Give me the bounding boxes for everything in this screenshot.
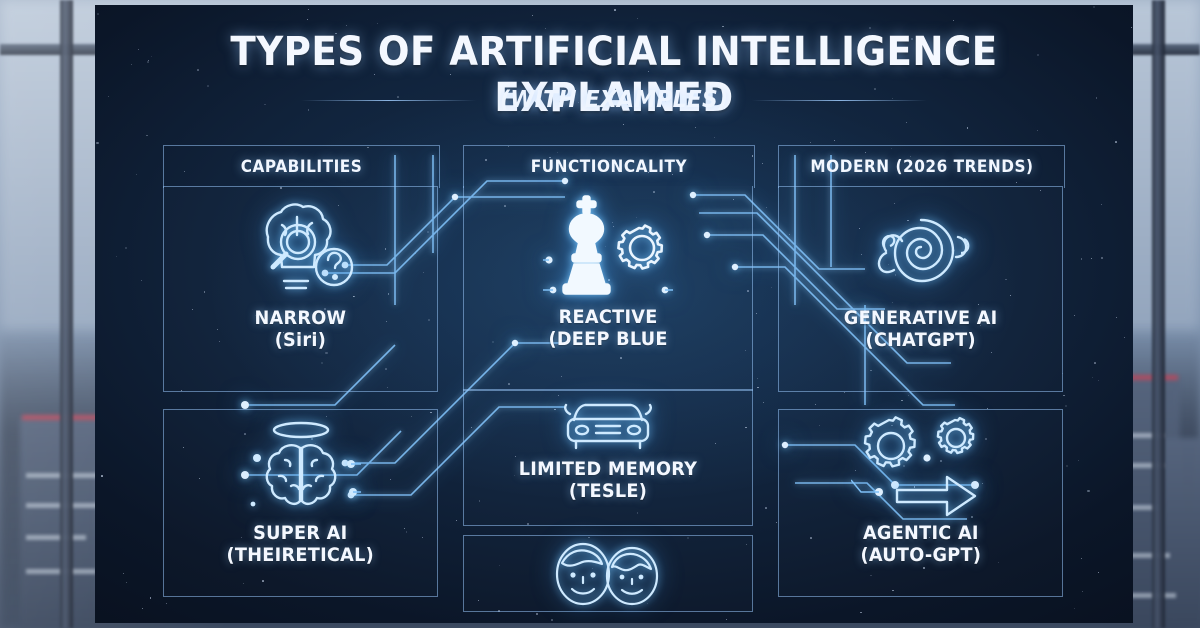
agentic-ai-label: AGENTIC AI (AUTO-GPT) [860,522,981,566]
subtitle-row: (WITH EXAMPLES) [95,87,1133,113]
spiral-galaxy-icon [877,218,969,283]
building-window-band [1114,505,1158,510]
agentic-ai-name: AGENTIC AI [862,522,979,544]
card-reactive[interactable]: REACTIVE (DEEP BLUE [463,186,753,391]
column-header-label: CAPABILITIES [240,157,363,177]
card-narrow-ai[interactable]: NARROW (Siri) [163,186,438,392]
building-window-band [1114,553,1170,558]
gears-arrow-icon [850,416,976,517]
card-super-ai[interactable]: SUPER AI (THEIRETICAL) [163,409,438,597]
super-ai-label: SUPER AI (THEIRETICAL) [227,522,374,566]
super-ai-example: (THEIRETICAL) [226,544,375,567]
reactive-label: REACTIVE (DEEP BLUE [548,306,667,350]
agentic-ai-icon-wrap [850,410,991,522]
card-limited-memory[interactable]: LIMITED MEMORY (TESLE) [463,389,753,526]
limited-memory-example: (TESLE) [568,480,648,503]
limited-memory-name: LIMITED MEMORY [518,458,698,480]
narrow-ai-example: (Siri) [274,329,327,352]
column-header-functioncality: FUNCTIONCALITY [463,145,755,188]
generative-ai-name: GENERATIVE AI [843,307,998,329]
card-generative-ai[interactable]: GENERATIVE AI (CHATGPT) [778,186,1063,392]
narrow-ai-label: NARROW (Siri) [255,307,347,351]
building-window-band [1114,463,1164,468]
building-window-band [1114,433,1164,438]
column-header-modern: MODERN (2026 TRENDS) [778,145,1065,188]
two-faces-icon [555,542,659,605]
narrow-ai-name: NARROW [254,307,347,329]
window-mullion [1152,0,1165,628]
chess-king-gear-icon [543,195,673,295]
card-agentic-ai[interactable]: AGENTIC AI (AUTO-GPT) [778,409,1063,597]
reactive-example: (DEEP BLUE [548,328,668,351]
building-beacon [1112,375,1178,380]
theory-of-mind-icon-wrap [546,536,670,611]
page-title: TYPES OF ARTIFICIAL INTELLIGENCE EXPLAIN… [230,29,998,121]
reactive-icon-wrap [543,186,673,306]
brain-halo-icon [250,421,361,507]
generative-ai-label: GENERATIVE AI (CHATGPT) [844,307,998,351]
car-front-icon [564,403,652,450]
limited-memory-label: LIMITED MEMORY (TESLE) [519,458,698,502]
card-theory-of-mind[interactable] [463,535,753,612]
generative-ai-icon-wrap [860,187,982,307]
narrow-ai-icon-wrap [242,187,360,307]
lightbulb-brain-magnifier-question-icon [265,203,353,290]
agentic-ai-example: (AUTO-GPT) [860,544,981,567]
column-header-label: FUNCTIONCALITY [530,157,688,177]
column-header-label: MODERN (2026 TRENDS) [809,157,1034,177]
super-ai-name: SUPER AI [253,522,348,544]
subtitle-rule-left [300,99,476,101]
building-window-band [26,535,86,540]
building-window-band [1114,593,1176,598]
reactive-name: REACTIVE [558,306,658,328]
infographic-panel: TYPES OF ARTIFICIAL INTELLIGENCE EXPLAIN… [95,5,1133,623]
page-subtitle: (WITH EXAMPLES) [499,87,729,113]
limited-memory-icon-wrap [560,390,656,458]
columns-container: CAPABILITIES [163,145,1065,612]
column-header-capabilities: CAPABILITIES [163,145,440,188]
generative-ai-example: (CHATGPT) [865,329,976,352]
super-ai-icon-wrap [241,410,361,522]
subtitle-rule-right [752,99,928,101]
window-mullion [60,0,73,628]
